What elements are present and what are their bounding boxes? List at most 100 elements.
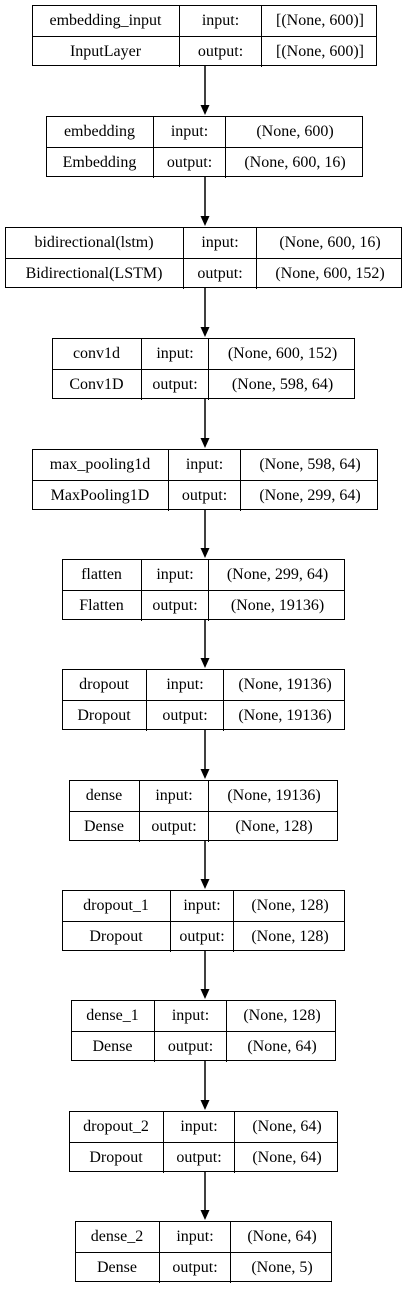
flow-arrow [200,177,210,226]
layer-row-bottom: Embedding output:(None, 600, 16) [47,147,362,178]
layer-row-top: dropout input:(None, 19136) [63,670,344,700]
layer-output-label: output: [163,1143,234,1173]
layer-output-label: output: [179,37,261,67]
arrow-head [200,327,210,337]
layer-output-label: output: [139,812,208,842]
layer-row-top: dense input:(None, 19136) [70,781,337,811]
layer-input-shape: (None, 299, 64) [208,560,346,590]
layer-type: InputLayer [69,43,142,60]
layer-input-label: input: [179,6,261,36]
layer-output-shape: (None, 128) [233,922,346,952]
layer-name: embedding_input [49,12,162,29]
arrow-head [200,438,210,448]
arrow-head [200,216,210,226]
layer-name: dense [85,787,123,804]
layer-name: conv1d [72,345,121,362]
flow-arrow [200,620,210,668]
flow-arrow [200,399,210,448]
arrow-head [200,1100,210,1110]
layer-row-bottom: Dropout output:(None, 19136) [63,700,344,731]
arrow-head [200,105,210,115]
layer-type: MaxPooling1D [50,487,150,504]
layer-name: flatten [81,566,122,583]
arrow-head [200,989,210,999]
arrow-head [200,879,210,889]
layer-output-shape: (None, 598, 64) [208,370,356,400]
layer-type: Bidirectional(LSTM) [25,265,163,282]
layer-output-label: output: [153,148,225,178]
layer-input-shape: (None, 19136) [208,781,339,811]
layer-output-label: output: [183,259,256,289]
layer-input-shape: (None, 19136) [223,670,346,700]
layer-input-shape: [(None, 600)] [261,6,378,36]
flow-arrow [200,510,210,558]
layer-input-label: input: [139,781,208,811]
layer-input-label: input: [154,1001,226,1031]
layer-output-label: output: [168,481,240,511]
layer-name: dropout [79,676,129,693]
layer-output-shape: (None, 600, 16) [225,148,364,178]
flow-arrow [200,1172,210,1220]
layer-type: Dropout [77,707,131,724]
layer-input-label: input: [141,339,208,369]
layer-node-bidirectional-lstm: bidirectional(lstm)input:(None, 600, 16)… [5,227,402,289]
layer-output-label: output: [146,701,223,731]
layer-type: Embedding [62,154,137,171]
layer-name: dense_2 [90,1228,144,1245]
layer-row-top: dense_1 input:(None, 128) [72,1001,335,1031]
layer-output-label: output: [170,922,233,952]
layer-name: dropout_2 [83,1118,149,1135]
layer-output-shape: (None, 5) [230,1253,333,1283]
flow-arrow [200,1061,210,1110]
layer-row-bottom: Bidirectional(LSTM) output:(None, 600, 15… [6,258,401,289]
layer-name: max_pooling1d [49,456,151,473]
layer-output-shape: (None, 19136) [223,701,346,731]
arrow-head [200,548,210,558]
layer-input-label: input: [183,228,256,258]
layer-node-dropout: dropout input:(None, 19136) Dropout output:… [62,669,345,731]
layer-output-shape: (None, 299, 64) [240,481,379,511]
layer-name: dropout_1 [83,897,149,914]
layer-input-shape: (None, 64) [230,1222,333,1252]
layer-input-shape: (None, 598, 64) [240,450,379,480]
layer-output-label: output: [141,591,208,621]
layer-input-label: input: [170,891,233,921]
layer-input-shape: (None, 128) [226,1001,337,1031]
layer-type: Dense [97,1259,137,1276]
layer-row-top: bidirectional(lstm)input:(None, 600, 16) [6,228,401,258]
layer-name: embedding [63,123,136,140]
layer-output-label: output: [154,1032,226,1062]
layer-name: dense_1 [86,1007,139,1024]
layer-output-shape: (None, 600, 152) [256,259,403,289]
layer-input-label: input: [146,670,223,700]
layer-output-shape: (None, 128) [208,812,339,842]
flow-arrow [200,66,210,115]
layer-output-shape: (None, 64) [226,1032,337,1062]
arrow-head [200,658,210,668]
arrow-head [200,769,210,779]
layer-type: Dropout [89,1149,143,1166]
